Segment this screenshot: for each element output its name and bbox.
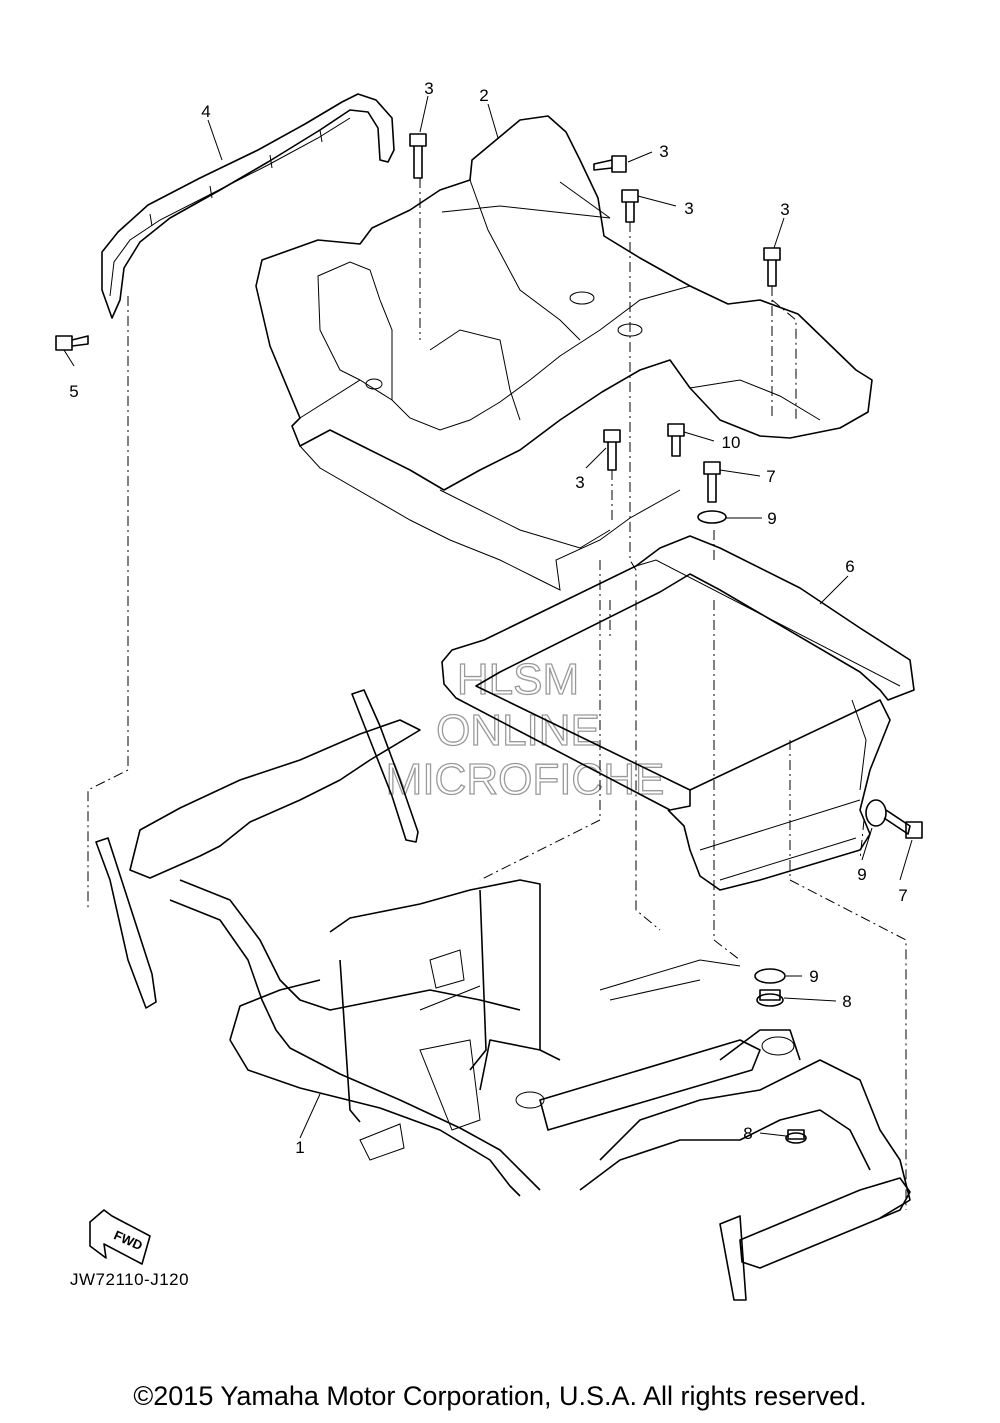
callout-5: 5 [69, 382, 78, 401]
callout-10: 10 [722, 433, 741, 452]
washer-9-side [865, 799, 887, 827]
callout-9: 9 [857, 865, 866, 884]
part-2-floor-panel [255, 115, 873, 591]
callout-8: 8 [842, 992, 851, 1011]
washer-9-upper [697, 510, 727, 524]
callout-1: 1 [295, 1138, 304, 1157]
callout-3: 3 [684, 199, 693, 218]
fasteners [55, 133, 923, 1144]
callout-6: 6 [845, 557, 854, 576]
bolt-3-far-right [763, 247, 781, 287]
bolt-3-lower [603, 429, 621, 471]
callout-2: 2 [479, 86, 488, 105]
nut-8-bottom [785, 1129, 807, 1144]
callout-7: 7 [766, 467, 775, 486]
bolt-5 [55, 335, 89, 351]
bolt-10 [667, 423, 685, 457]
bolt-7-side [883, 809, 923, 839]
callout-3: 3 [780, 200, 789, 219]
bolt-3-right-upper [593, 155, 627, 173]
alignment-lines [87, 178, 907, 1210]
callout-3: 3 [659, 142, 668, 161]
callout-3: 3 [424, 79, 433, 98]
nut-8-lower [756, 989, 784, 1007]
callout-4: 4 [201, 102, 210, 121]
callout-9: 9 [767, 509, 776, 528]
bolt-3-top [409, 133, 427, 179]
diagram-code: JW72110-J120 [70, 1270, 190, 1289]
part-4-bracket [101, 93, 395, 319]
washer-9-lower [754, 968, 786, 984]
watermark: HLSM ONLINE MICROFICHE [385, 654, 665, 804]
bolt-7-upper [703, 461, 721, 503]
callout-7: 7 [898, 886, 907, 905]
bolt-3-right-mid [621, 189, 639, 223]
leader-lines [63, 95, 913, 1139]
watermark-line-3: MICROFICHE [386, 755, 665, 804]
callouts: 4 3 2 3 3 3 5 10 3 7 9 6 9 7 9 8 8 1 [69, 79, 907, 1157]
copyright-notice: ©2015 Yamaha Motor Corporation, U.S.A. A… [133, 1381, 867, 1411]
part-1-main-frame [95, 689, 911, 1301]
callout-8: 8 [743, 1124, 752, 1143]
part-6-subframe [441, 535, 915, 891]
callout-3: 3 [575, 473, 584, 492]
fwd-arrow-icon: FWD [89, 1209, 151, 1265]
callout-9: 9 [809, 967, 818, 986]
